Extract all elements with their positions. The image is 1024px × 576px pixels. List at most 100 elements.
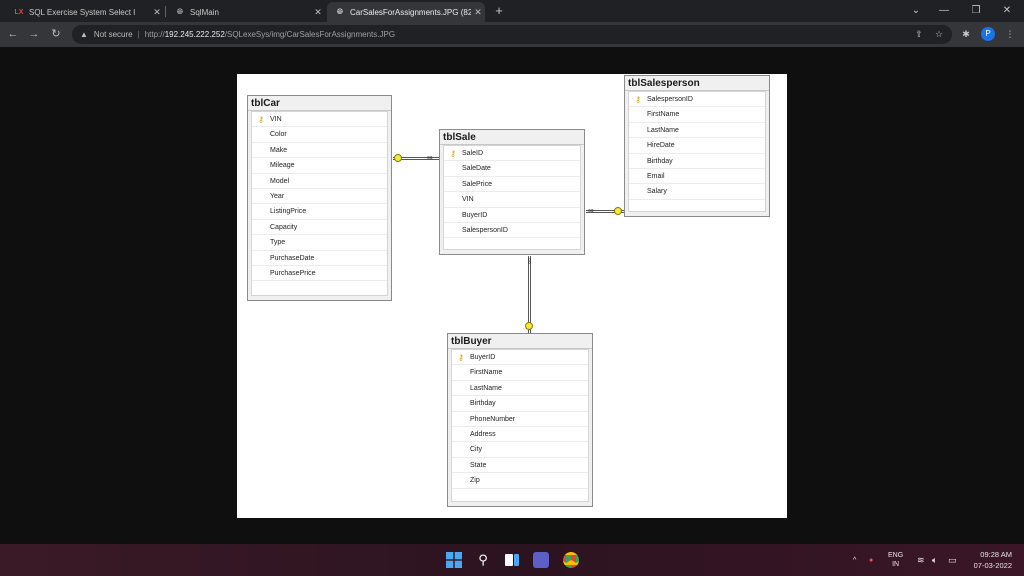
globe-icon: 🌐︎ bbox=[336, 7, 344, 16]
infinity-end-icon: ∞ bbox=[427, 153, 433, 162]
system-clock[interactable]: 09:28 AM 07-03-2022 bbox=[974, 549, 1012, 571]
forward-icon[interactable]: → bbox=[28, 28, 40, 40]
column-row: PurchasePrice bbox=[252, 266, 387, 282]
security-label[interactable]: Not secure bbox=[93, 30, 133, 39]
column-row: LastName bbox=[452, 381, 588, 397]
infinity-end-icon: ∞ bbox=[588, 206, 594, 215]
column-row: Make bbox=[252, 143, 387, 159]
table-name: tblSale bbox=[440, 130, 584, 145]
windows-taskbar: ⚲ ^ ● ENG IN ≋ 🔈︎ ▭ 09:28 AM 07-03-2022 bbox=[0, 544, 1024, 576]
profile-avatar[interactable]: P bbox=[981, 27, 995, 41]
column-list: ⚷VIN Color Make Mileage Model Year Listi… bbox=[251, 111, 388, 296]
search-icon[interactable]: ⚲ bbox=[478, 552, 488, 567]
table-name: tblBuyer bbox=[448, 334, 592, 349]
browser-toolbar: ← → ↻ ▲ Not secure | http:// 192.245.222… bbox=[0, 22, 1024, 47]
restore-icon[interactable]: ❐ bbox=[971, 5, 981, 16]
tab-title: SqlMain bbox=[190, 7, 219, 17]
column-list: ⚷BuyerID FirstName LastName Birthday Pho… bbox=[451, 349, 589, 502]
address-divider: | bbox=[137, 30, 140, 39]
share-icon[interactable]: ⇪ bbox=[915, 29, 923, 39]
menu-icon[interactable]: ⋮ bbox=[1005, 29, 1015, 39]
column-row: Salary bbox=[629, 184, 765, 200]
relationship-sale-salesperson bbox=[586, 210, 624, 213]
table-tblbuyer: tblBuyer ⚷BuyerID FirstName LastName Bir… bbox=[447, 333, 593, 507]
column-list: ⚷SaleID SaleDate SalePrice VIN BuyerID S… bbox=[443, 145, 581, 250]
primary-key-icon: ⚷ bbox=[258, 115, 264, 124]
warning-icon[interactable]: ▲ bbox=[80, 30, 88, 39]
url-host: 192.245.222.252 bbox=[164, 30, 225, 39]
clock-time: 09:28 AM bbox=[980, 550, 1012, 559]
key-end-icon bbox=[525, 322, 533, 330]
region-label: IN bbox=[892, 561, 900, 568]
tab-carsales-image[interactable]: 🌐︎ CarSalesForAssignments.JPG (82 ✕ bbox=[327, 2, 485, 22]
column-row: ⚷SaleID bbox=[444, 146, 580, 162]
language-label: ENG bbox=[888, 552, 904, 559]
clock-date: 07-03-2022 bbox=[973, 561, 1012, 570]
column-row: PhoneNumber bbox=[452, 412, 588, 427]
key-end-icon bbox=[394, 154, 402, 162]
close-tab-icon[interactable]: ✕ bbox=[314, 6, 322, 17]
column-row: Mileage bbox=[252, 158, 387, 174]
teams-chat-icon[interactable] bbox=[533, 552, 549, 568]
address-bar[interactable]: ▲ Not secure | http:// 192.245.222.252 /… bbox=[72, 25, 952, 44]
column-list: ⚷SalespersonID FirstName LastName HireDa… bbox=[628, 91, 766, 212]
show-hidden-icons[interactable]: ^ bbox=[853, 556, 857, 564]
column-row: Year bbox=[252, 189, 387, 205]
column-row: Address bbox=[452, 427, 588, 443]
wifi-icon[interactable]: ≋ bbox=[917, 554, 925, 565]
tab-separator bbox=[165, 6, 166, 17]
table-name: tblSalesperson bbox=[625, 76, 769, 91]
column-row: Birthday bbox=[452, 396, 588, 412]
chrome-icon[interactable] bbox=[563, 552, 579, 568]
tab-title: SQL Exercise System Select I bbox=[29, 7, 136, 17]
column-row: ⚷BuyerID bbox=[452, 350, 588, 366]
new-tab-icon[interactable]: + bbox=[495, 3, 503, 18]
column-row: HireDate bbox=[629, 138, 765, 154]
tab-sqlmain[interactable]: 🌐︎ SqlMain ✕ bbox=[167, 2, 325, 22]
extensions-icon[interactable]: ✱ bbox=[962, 29, 970, 39]
column-row: Color bbox=[252, 127, 387, 143]
url-path: /SQLexeSys/img/CarSalesForAssignments.JP… bbox=[224, 30, 396, 39]
minimize-icon[interactable]: — bbox=[939, 5, 949, 16]
column-row: PurchaseDate bbox=[252, 251, 387, 266]
tab-title: CarSalesForAssignments.JPG (82 bbox=[350, 7, 471, 17]
tab-strip: LX SQL Exercise System Select I ✕ 🌐︎ Sql… bbox=[0, 0, 1024, 22]
bookmark-star-icon[interactable]: ☆ bbox=[934, 29, 944, 39]
column-row: State bbox=[452, 458, 588, 474]
close-tab-icon[interactable]: ✕ bbox=[153, 6, 161, 17]
back-icon[interactable]: ← bbox=[7, 28, 19, 40]
primary-key-icon: ⚷ bbox=[450, 149, 456, 158]
close-tab-icon[interactable]: ✕ bbox=[474, 6, 482, 17]
infinity-end-icon: ∞ bbox=[524, 258, 534, 264]
relationship-sale-buyer bbox=[528, 256, 531, 333]
reload-icon[interactable]: ↻ bbox=[51, 28, 61, 40]
primary-key-icon: ⚷ bbox=[635, 95, 641, 104]
network-status-icon[interactable]: ● bbox=[869, 556, 874, 564]
tab-search-icon[interactable]: ⌄ bbox=[911, 5, 921, 16]
column-row: ⚷VIN bbox=[252, 112, 387, 128]
volume-icon[interactable]: 🔈︎ bbox=[932, 554, 938, 565]
column-row: LastName bbox=[629, 123, 765, 139]
relationship-car-sale bbox=[393, 157, 439, 160]
column-row: VIN bbox=[444, 192, 580, 208]
key-end-icon bbox=[614, 207, 622, 215]
er-diagram-image: tblCar ⚷VIN Color Make Mileage Model Yea… bbox=[237, 74, 787, 518]
column-row: SalePrice bbox=[444, 177, 580, 193]
column-row: Capacity bbox=[252, 220, 387, 236]
battery-icon[interactable]: ▭ bbox=[948, 554, 957, 565]
column-row: FirstName bbox=[452, 365, 588, 381]
column-row: City bbox=[452, 442, 588, 458]
windows-start-icon[interactable] bbox=[446, 552, 462, 568]
lx-logo-icon: LX bbox=[14, 8, 24, 16]
column-row: BuyerID bbox=[444, 208, 580, 223]
close-window-icon[interactable]: ✕ bbox=[1002, 5, 1012, 16]
table-name: tblCar bbox=[248, 96, 391, 111]
task-view-icon[interactable] bbox=[504, 552, 520, 568]
table-tblsalesperson: tblSalesperson ⚷SalespersonID FirstName … bbox=[624, 75, 770, 217]
tab-sql-exercise[interactable]: LX SQL Exercise System Select I ✕ bbox=[6, 2, 164, 22]
column-row: SaleDate bbox=[444, 161, 580, 177]
table-tblcar: tblCar ⚷VIN Color Make Mileage Model Yea… bbox=[247, 95, 392, 301]
globe-icon: 🌐︎ bbox=[176, 7, 184, 16]
column-row: ⚷SalespersonID bbox=[629, 92, 765, 108]
language-indicator[interactable]: ENG IN bbox=[888, 544, 903, 576]
